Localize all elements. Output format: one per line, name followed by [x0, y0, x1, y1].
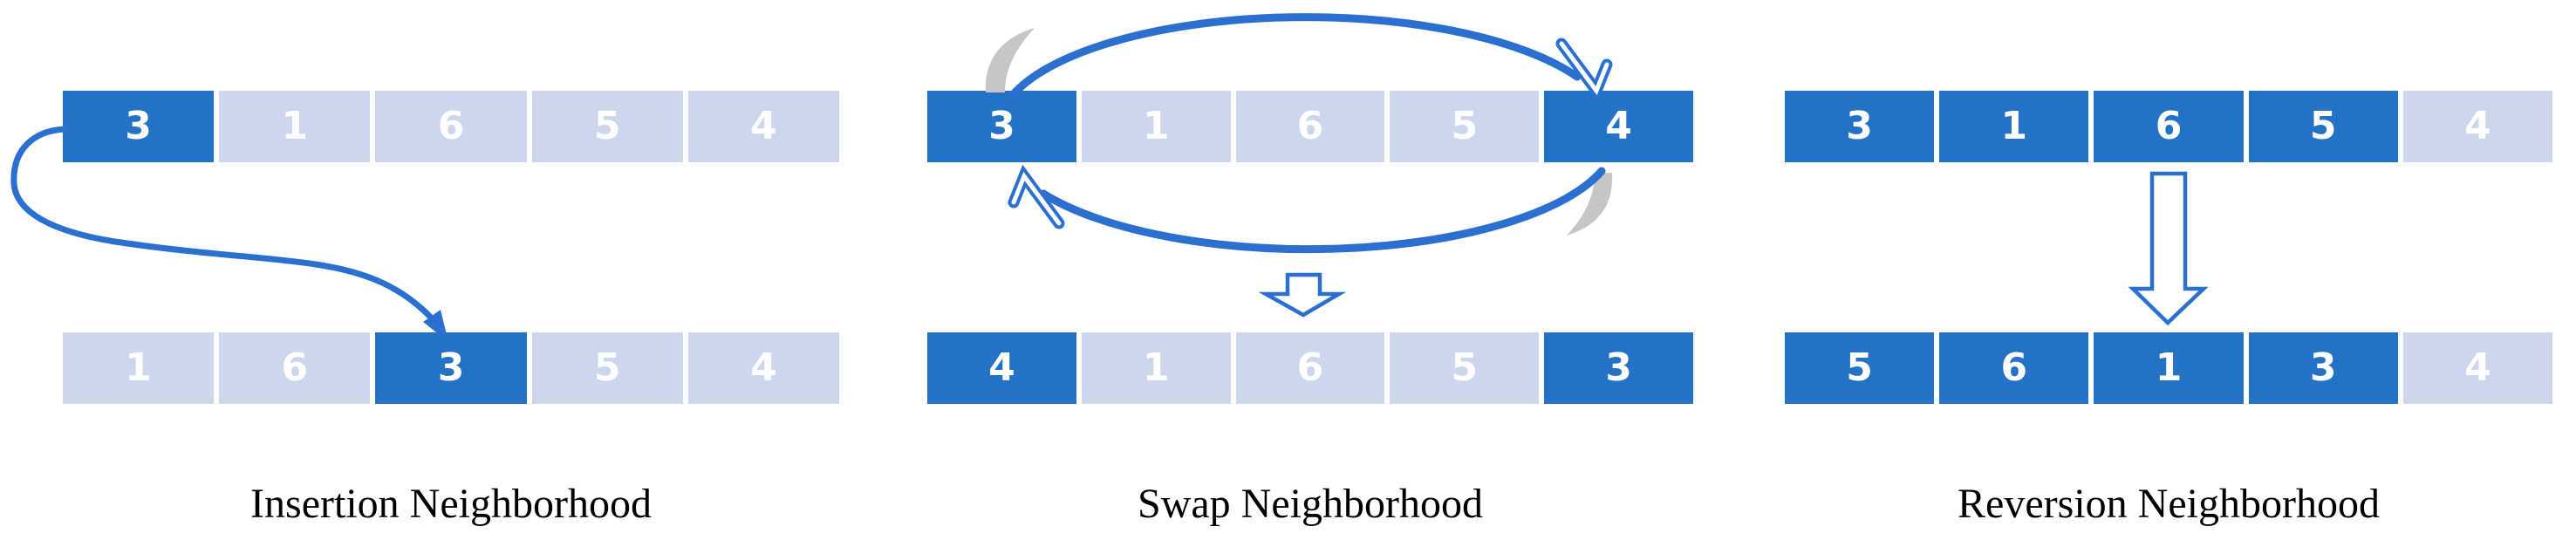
panel2-bottom_row-cell3: 3 — [2248, 332, 2398, 404]
panel1-bottom_row-cell2: 6 — [1235, 332, 1385, 404]
panel1-bottom_row-cell4: 3 — [1544, 332, 1693, 404]
panel0-top_row-cell3: 5 — [531, 91, 683, 162]
panel2-top_row-cell3: 5 — [2248, 91, 2398, 162]
panel2-top-row: 3 1 6 5 4 — [1785, 91, 2553, 162]
panel0-top_row-cell2: 6 — [375, 91, 527, 162]
panel2-bottom_row-cell2: 1 — [2094, 332, 2244, 404]
panel0-bottom_row-cell2: 3 — [375, 332, 527, 404]
panel1-bottom-row: 4 1 6 5 3 — [927, 332, 1693, 404]
panel1-label: Swap Neighborhood — [1138, 481, 1483, 527]
panel1-bottom_row-cell0: 4 — [927, 332, 1076, 404]
panel0-top_row-cell4: 4 — [687, 91, 840, 162]
panel1-top_row-cell4: 4 — [1544, 91, 1693, 162]
panel0-bottom_row-cell4: 4 — [687, 332, 840, 404]
panel1-bottom_row-cell3: 5 — [1390, 332, 1540, 404]
panel1-top_row-cell1: 1 — [1081, 91, 1231, 162]
panel2-bottom-row: 5 6 1 3 4 — [1785, 332, 2553, 404]
reversion-hollow-down-arrow-icon — [2128, 171, 2209, 326]
swap-top-arc-arrow-icon — [985, 13, 1613, 103]
panel2-top_row-cell0: 3 — [1785, 91, 1935, 162]
swap-hollow-down-arrow-icon — [1258, 272, 1347, 318]
panel2-bottom_row-cell1: 6 — [1939, 332, 2089, 404]
panel1-top_row-cell2: 6 — [1235, 91, 1385, 162]
panel1-bottom_row-cell1: 1 — [1081, 332, 1231, 404]
panel0-bottom_row-cell1: 6 — [219, 332, 371, 404]
panel2-top_row-cell2: 6 — [2094, 91, 2244, 162]
panel0-bottom_row-cell3: 5 — [531, 332, 683, 404]
panel2-bottom_row-cell0: 5 — [1785, 332, 1935, 404]
panel0-top_row-cell1: 1 — [219, 91, 371, 162]
swap-bottom-arc-arrow-icon — [1008, 164, 1613, 254]
panel0-top-row: 3 1 6 5 4 — [63, 91, 840, 162]
panel2-bottom_row-cell4: 4 — [2402, 332, 2553, 404]
panel2-top_row-cell4: 4 — [2402, 91, 2553, 162]
panel0-top_row-cell0: 3 — [63, 91, 215, 162]
panel1-top_row-cell0: 3 — [927, 91, 1076, 162]
panel0-bottom_row-cell0: 1 — [63, 332, 215, 404]
panel1-top-row: 3 1 6 5 4 — [927, 91, 1693, 162]
panel0-label: Insertion Neighborhood — [250, 481, 652, 527]
panel0-bottom-row: 1 6 3 5 4 — [63, 332, 840, 404]
panel1-top_row-cell3: 5 — [1390, 91, 1540, 162]
panel2-top_row-cell1: 1 — [1939, 91, 2089, 162]
panel2-label: Reversion Neighborhood — [1958, 481, 2380, 527]
